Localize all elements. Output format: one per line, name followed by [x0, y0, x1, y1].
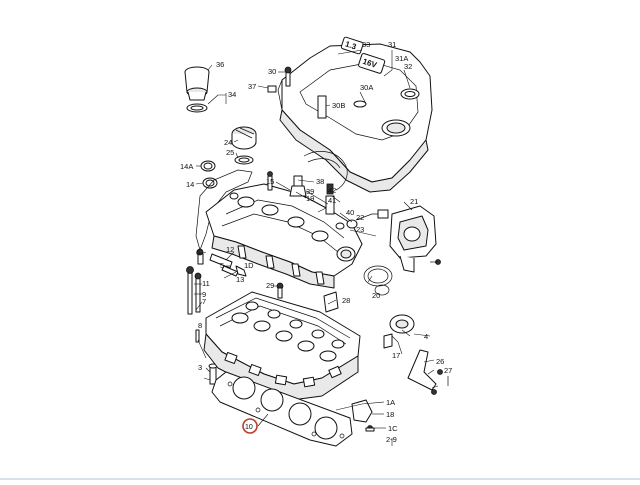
cover-embossing-2: 16V — [362, 57, 379, 70]
callout-3: 3 — [198, 363, 202, 372]
callout-2-9: 2-9 — [386, 435, 397, 444]
callout-13: 13 — [236, 275, 244, 284]
callout-42: 42 — [328, 186, 336, 195]
callout-6: 6 — [196, 248, 200, 257]
callout-31: 31 — [388, 40, 396, 49]
highlight-ring-10 — [242, 418, 258, 434]
callout-37: 37 — [248, 82, 256, 91]
callout-30B: 30B — [332, 101, 345, 110]
cover-embossing-1: 1.3 — [344, 40, 358, 52]
callout-19: 19 — [306, 194, 314, 203]
oil-cap — [231, 126, 257, 165]
callout-30: 30 — [268, 67, 276, 76]
callout-33: 33 — [362, 40, 370, 49]
callout-17: 17 — [392, 351, 400, 360]
callout-28: 28 — [342, 296, 350, 305]
callout-1A: 1A — [386, 398, 395, 407]
cover-small-parts — [267, 66, 420, 119]
camshaft-housing — [205, 183, 363, 289]
callout-8: 8 — [198, 321, 202, 330]
callout-18: 18 — [386, 410, 394, 419]
callout-10: 10 — [245, 424, 253, 431]
gasket-rings — [363, 265, 415, 334]
callout-25: 25 — [226, 148, 234, 157]
camshaft-seals — [200, 160, 218, 189]
callout-1D: 1D — [244, 261, 254, 270]
callout-7: 7 — [202, 297, 206, 306]
callout-20: 20 — [372, 291, 380, 300]
callout-11: 11 — [202, 279, 210, 288]
callout-12: 12 — [226, 245, 234, 254]
callout-21: 21 — [410, 197, 418, 206]
callout-14: 14 — [186, 180, 194, 189]
callout-labels: 31 33 31A 32 30 37 30A 30B 36 34 24 25 1… — [180, 40, 452, 444]
callout-22: 22 — [356, 213, 364, 222]
callout-5: 5 — [220, 261, 224, 270]
callout-24: 24 — [224, 138, 232, 147]
engine-cover: 1.3 16V — [277, 36, 433, 193]
callout-27: 27 — [444, 366, 452, 375]
callout-30A: 30A — [360, 83, 373, 92]
callout-38: 38 — [316, 177, 324, 186]
callout-15: 15 — [266, 177, 274, 186]
leader-lines — [194, 49, 439, 446]
callout-1C: 1C — [388, 424, 398, 433]
right-lower-parts — [351, 333, 443, 432]
callout-14A: 14A — [180, 162, 193, 171]
head-gasket — [211, 371, 353, 447]
coolant-flange — [389, 205, 441, 273]
callout-41: 41 — [328, 196, 336, 205]
oil-filler-neck — [184, 66, 210, 113]
callout-23: 23 — [356, 225, 364, 234]
callout-29: 29 — [266, 281, 274, 290]
housing-gasket — [195, 169, 253, 252]
callout-26: 26 — [436, 357, 444, 366]
callout-40: 40 — [346, 208, 354, 217]
callout-31A: 31A — [395, 54, 408, 63]
callout-32: 32 — [404, 62, 412, 71]
callout-4: 4 — [424, 332, 428, 341]
callout-9: 9 — [202, 290, 206, 299]
callout-39: 39 — [306, 187, 314, 196]
callout-34: 34 — [228, 90, 236, 99]
left-bolts — [186, 248, 339, 385]
cylinder-head — [203, 291, 361, 401]
page-footer-line — [0, 478, 640, 480]
callout-36: 36 — [216, 60, 224, 69]
